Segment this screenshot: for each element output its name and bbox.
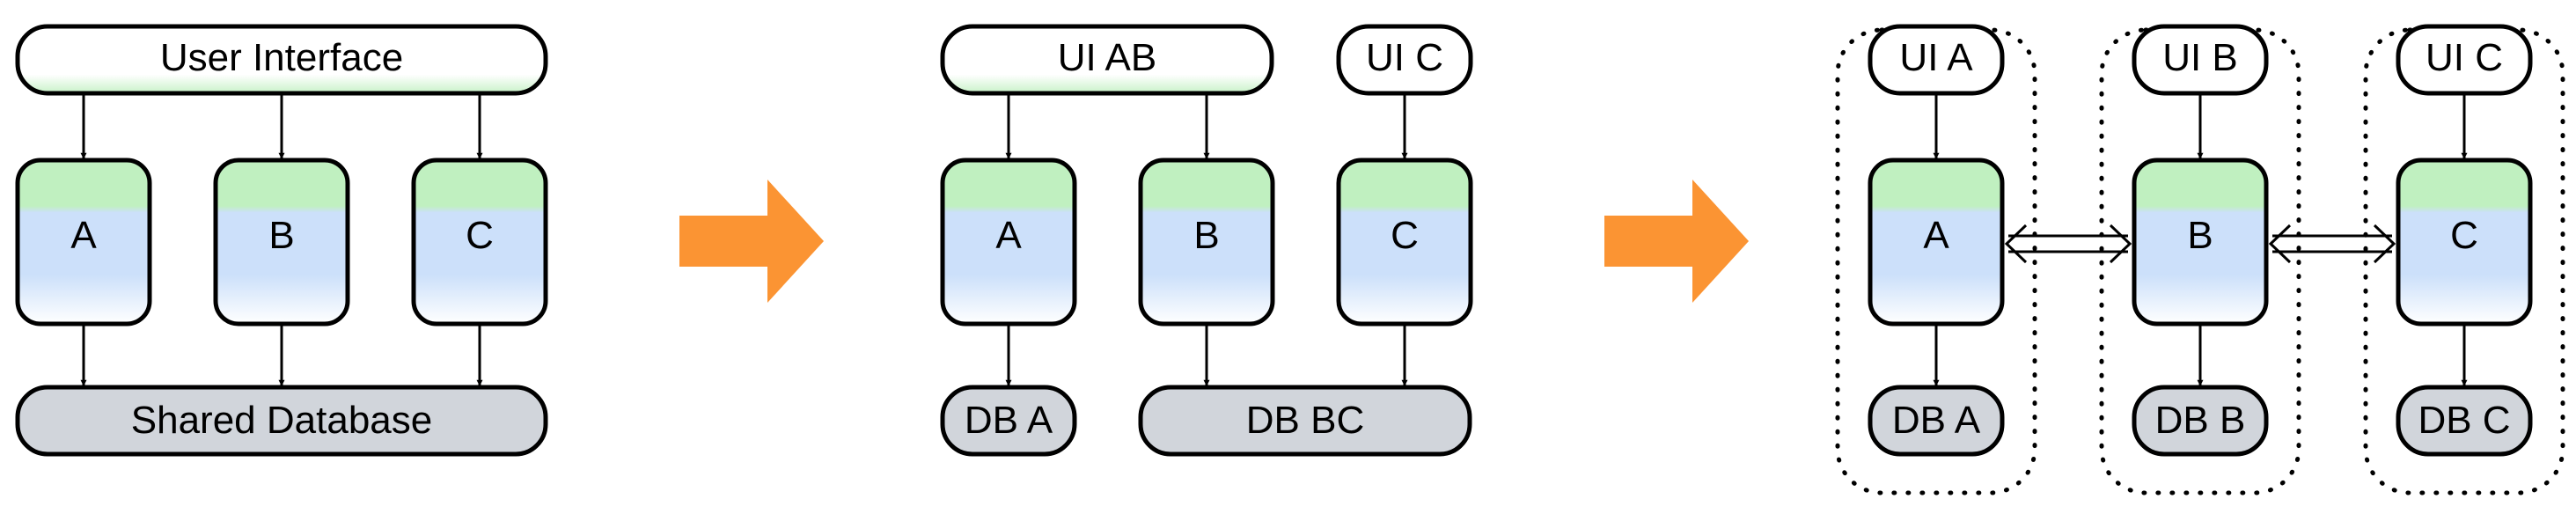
db-a-box: DB A <box>1868 385 2005 457</box>
ui-b-label: UI B <box>2162 36 2238 79</box>
db-b-box: DB B <box>2132 385 2269 457</box>
service-a-label: A <box>995 214 1022 257</box>
user-interface-label: User Interface <box>160 36 403 79</box>
service-c-label: C <box>2450 214 2478 257</box>
service-c-label: C <box>466 214 494 257</box>
shared-database-label: Shared Database <box>131 399 432 442</box>
stage-2-split-ui-split-db: UI AB UI C A B C DB A DB BC <box>940 24 1473 457</box>
db-c-box: DB C <box>2396 385 2533 457</box>
ui-c-box: UI C <box>2396 24 2533 96</box>
service-c-box: C <box>2396 158 2533 327</box>
stage-3-independent-services: UI A UI B UI C A B C <box>1835 24 2565 495</box>
service-b-box: B <box>1138 158 1275 327</box>
double-arrow-a-b <box>2004 224 2132 264</box>
ui-b-box: UI B <box>2132 24 2269 96</box>
service-a-box: A <box>1868 158 2005 327</box>
db-c-label: DB C <box>2418 399 2510 442</box>
ui-c-label: UI C <box>2426 36 2503 79</box>
service-b-box: B <box>213 158 350 327</box>
ui-a-label: UI A <box>1899 36 1973 79</box>
db-a-box: DB A <box>940 385 1077 457</box>
shared-database-box: Shared Database <box>15 385 548 457</box>
service-a-box: A <box>15 158 152 327</box>
service-b-label: B <box>268 214 294 257</box>
double-arrow-b-c <box>2268 224 2396 264</box>
ui-ab-box: UI AB <box>940 24 1274 96</box>
service-b-label: B <box>2187 214 2213 257</box>
ui-ab-label: UI AB <box>1058 36 1157 79</box>
transition-arrow-1 <box>679 180 824 303</box>
db-bc-box: DB BC <box>1138 385 1472 457</box>
transition-arrow-2 <box>1604 180 1749 303</box>
service-a-label: A <box>70 214 97 257</box>
service-a-label: A <box>1923 214 1949 257</box>
service-c-label: C <box>1391 214 1419 257</box>
ui-a-box: UI A <box>1868 24 2005 96</box>
ui-c-box: UI C <box>1336 24 1473 96</box>
db-b-label: DB B <box>2155 399 2246 442</box>
user-interface-box: User Interface <box>15 24 548 96</box>
db-bc-label: DB BC <box>1246 399 1364 442</box>
service-b-label: B <box>1193 214 1219 257</box>
db-a-label: DB A <box>1892 399 1981 442</box>
db-a-label: DB A <box>965 399 1053 442</box>
service-a-box: A <box>940 158 1077 327</box>
ui-c-label: UI C <box>1366 36 1443 79</box>
stage-1-monolithic-ui-shared-db: User Interface A B C Shared Database <box>15 24 548 457</box>
service-c-box: C <box>411 158 548 327</box>
service-b-box: B <box>2132 158 2269 327</box>
service-c-box: C <box>1336 158 1473 327</box>
